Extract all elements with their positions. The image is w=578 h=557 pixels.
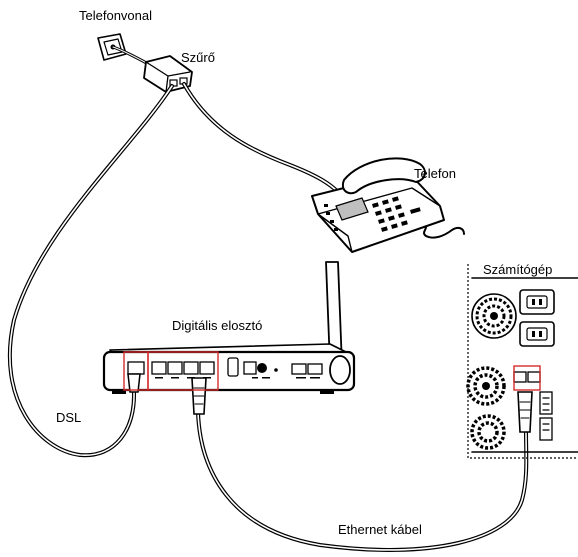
nic-port-highlight <box>513 365 541 391</box>
lan-ports-highlight <box>147 351 219 391</box>
fan-grille <box>471 293 517 339</box>
power-sockets <box>519 289 555 347</box>
label-phone-line: Telefonvonal <box>79 8 152 23</box>
label-dsl: DSL <box>56 410 81 425</box>
label-ethernet: Ethernet kábel <box>338 522 422 537</box>
computer-device <box>466 264 578 459</box>
label-router: Digitális elosztó <box>172 318 262 333</box>
label-filter: Szűrő <box>181 50 215 65</box>
label-computer: Számítógép <box>483 262 552 277</box>
router-device <box>102 261 356 415</box>
telephone-device <box>311 157 465 253</box>
vent-grilles <box>466 366 506 450</box>
label-telephone: Telefon <box>414 166 456 181</box>
